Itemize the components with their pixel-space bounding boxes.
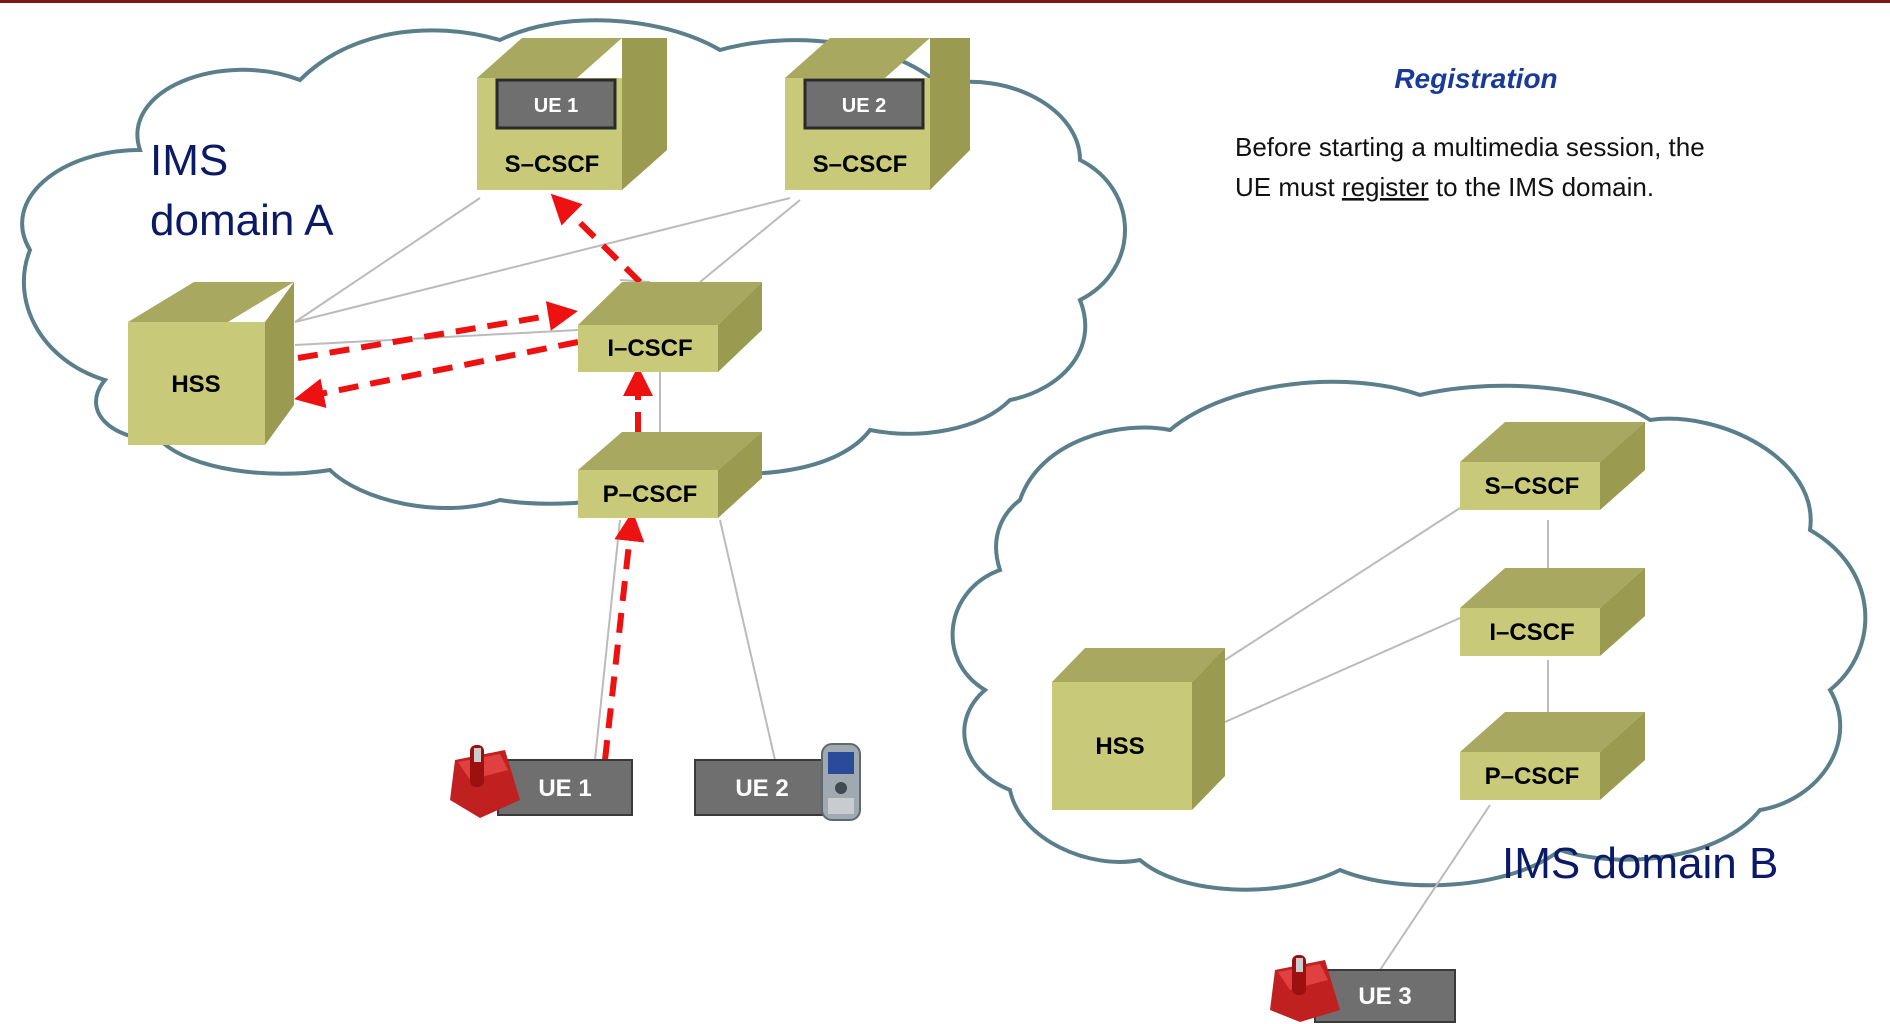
node-a-scscf-2: UE 2 S–CSCF xyxy=(785,38,970,190)
registration-arrows xyxy=(294,193,653,761)
info-line2-before: UE must xyxy=(1235,172,1342,202)
desk-phone-icon xyxy=(450,745,520,818)
register-link[interactable]: register xyxy=(1342,172,1429,202)
ue3-label: UE 3 xyxy=(1358,983,1411,1010)
scscf-1-ue-label: UE 1 xyxy=(534,95,578,117)
arrow-ue1-to-pcscf xyxy=(602,511,645,761)
ue2-label: UE 2 xyxy=(735,775,788,802)
info-line1: Before starting a multimedia session, th… xyxy=(1235,132,1705,162)
icscf-b-label: I–CSCF xyxy=(1489,619,1574,646)
pcscf-b-label: P–CSCF xyxy=(1485,763,1580,790)
node-b-hss: HSS xyxy=(1052,648,1225,810)
icscf-a-label: I–CSCF xyxy=(607,335,692,362)
terminal-ue1: UE 1 xyxy=(450,745,633,818)
node-a-hss: HSS xyxy=(128,282,294,445)
scscf-2-label: S–CSCF xyxy=(813,151,908,178)
node-a-icscf: I–CSCF xyxy=(578,282,762,372)
top-border-bar xyxy=(0,0,1890,3)
terminal-ue2: UE 2 xyxy=(694,743,861,821)
info-line2-after: to the IMS domain. xyxy=(1429,172,1654,202)
domain-a-label-line2: domain A xyxy=(150,196,334,245)
connections-domain-b xyxy=(1224,507,1549,971)
arrow-icscf-to-hss xyxy=(294,339,579,408)
arrow-icscf-to-scscf xyxy=(550,193,643,285)
ue1-label: UE 1 xyxy=(538,775,591,802)
scscf-2-ue-label: UE 2 xyxy=(842,95,886,117)
node-b-scscf: S–CSCF xyxy=(1460,422,1645,510)
info-title: Registration xyxy=(1394,63,1557,94)
info-line2: UE must register to the IMS domain. xyxy=(1235,172,1654,202)
arrow-hss-to-icscf xyxy=(297,301,578,361)
hss-b-label: HSS xyxy=(1095,733,1144,760)
desk-phone-icon xyxy=(1270,955,1340,1022)
mobile-phone-icon xyxy=(821,743,861,821)
node-b-pcscf: P–CSCF xyxy=(1460,712,1645,800)
scscf-b-label: S–CSCF xyxy=(1485,473,1580,500)
scscf-2-ue-slot xyxy=(803,78,925,130)
scscf-1-label: S–CSCF xyxy=(505,151,600,178)
node-a-pcscf: P–CSCF xyxy=(578,432,762,518)
pcscf-a-label: P–CSCF xyxy=(603,481,698,508)
scscf-1-ue-slot xyxy=(495,78,617,130)
node-a-scscf-1: UE 1 S–CSCF xyxy=(477,38,667,190)
hss-a-label: HSS xyxy=(171,371,220,398)
node-b-icscf: I–CSCF xyxy=(1460,568,1645,656)
domain-b-label: IMS domain B xyxy=(1502,839,1778,888)
domain-a-label-line1: IMS xyxy=(150,136,228,185)
cloud-domain-b xyxy=(950,379,1868,892)
terminal-ue3: UE 3 xyxy=(1270,955,1456,1023)
